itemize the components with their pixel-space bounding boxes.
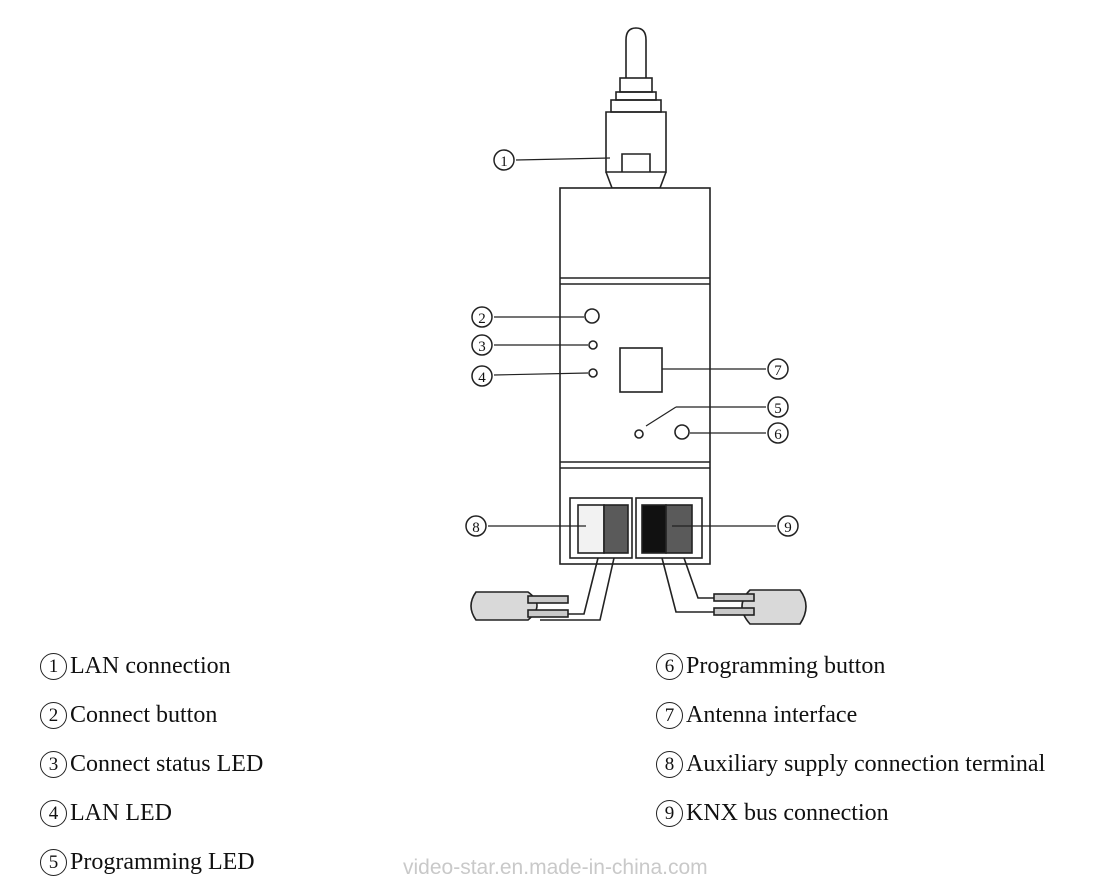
programming-led-icon <box>634 429 644 439</box>
auxiliary-cable <box>470 557 615 621</box>
svg-text:7: 7 <box>774 363 782 379</box>
knx-terminal <box>635 497 703 559</box>
legend-label: Connect button <box>70 702 218 728</box>
device-housing <box>559 187 711 565</box>
legend-label: Auxiliary supply connection terminal <box>686 751 1046 777</box>
svg-text:1: 1 <box>500 154 508 170</box>
legend-number: 4 <box>40 800 67 827</box>
legend-label: Antenna interface <box>686 702 858 728</box>
connect-button-icon <box>584 308 600 324</box>
lan-plug <box>605 111 667 189</box>
callout-9: 9 <box>777 515 799 537</box>
svg-text:4: 4 <box>478 370 486 386</box>
auxiliary-terminal <box>569 497 633 559</box>
svg-text:3: 3 <box>478 339 486 355</box>
callout-1: 1 <box>493 149 515 171</box>
legend-label: LAN LED <box>70 800 172 826</box>
legend-label: LAN connection <box>70 653 231 679</box>
callout-4: 4 <box>471 365 493 387</box>
lan-led-icon <box>588 368 598 378</box>
device-diagram: 1 2 3 4 5 6 7 8 9 <box>465 27 807 625</box>
callout-8: 8 <box>465 515 487 537</box>
programming-button-icon <box>674 424 690 440</box>
legend-number: 5 <box>40 849 67 876</box>
legend-number: 9 <box>656 800 683 827</box>
callout-7: 7 <box>767 358 789 380</box>
leader-lines <box>488 157 776 527</box>
svg-text:9: 9 <box>784 520 792 536</box>
lan-cable <box>610 27 662 113</box>
connect-status-led-icon <box>588 340 598 350</box>
watermark: video-star.en.made-in-china.com <box>403 856 708 879</box>
legend-number: 8 <box>656 751 683 778</box>
legend-number: 3 <box>40 751 67 778</box>
callout-6: 6 <box>767 422 789 444</box>
callout-2: 2 <box>471 306 493 328</box>
legend-number: 1 <box>40 653 67 680</box>
svg-text:6: 6 <box>774 427 782 443</box>
svg-text:5: 5 <box>774 401 782 417</box>
legend-label: KNX bus connection <box>686 800 889 826</box>
legend-label: Programming button <box>686 653 886 679</box>
legend-number: 2 <box>40 702 67 729</box>
legend-number: 7 <box>656 702 683 729</box>
legend-label: Connect status LED <box>70 751 264 777</box>
svg-text:8: 8 <box>472 520 480 536</box>
knx-cable <box>661 557 807 625</box>
legend-number: 6 <box>656 653 683 680</box>
legend-label: Programming LED <box>70 849 255 875</box>
antenna-interface-icon <box>619 347 663 393</box>
callout-3: 3 <box>471 334 493 356</box>
callout-5: 5 <box>767 396 789 418</box>
svg-text:2: 2 <box>478 311 486 327</box>
